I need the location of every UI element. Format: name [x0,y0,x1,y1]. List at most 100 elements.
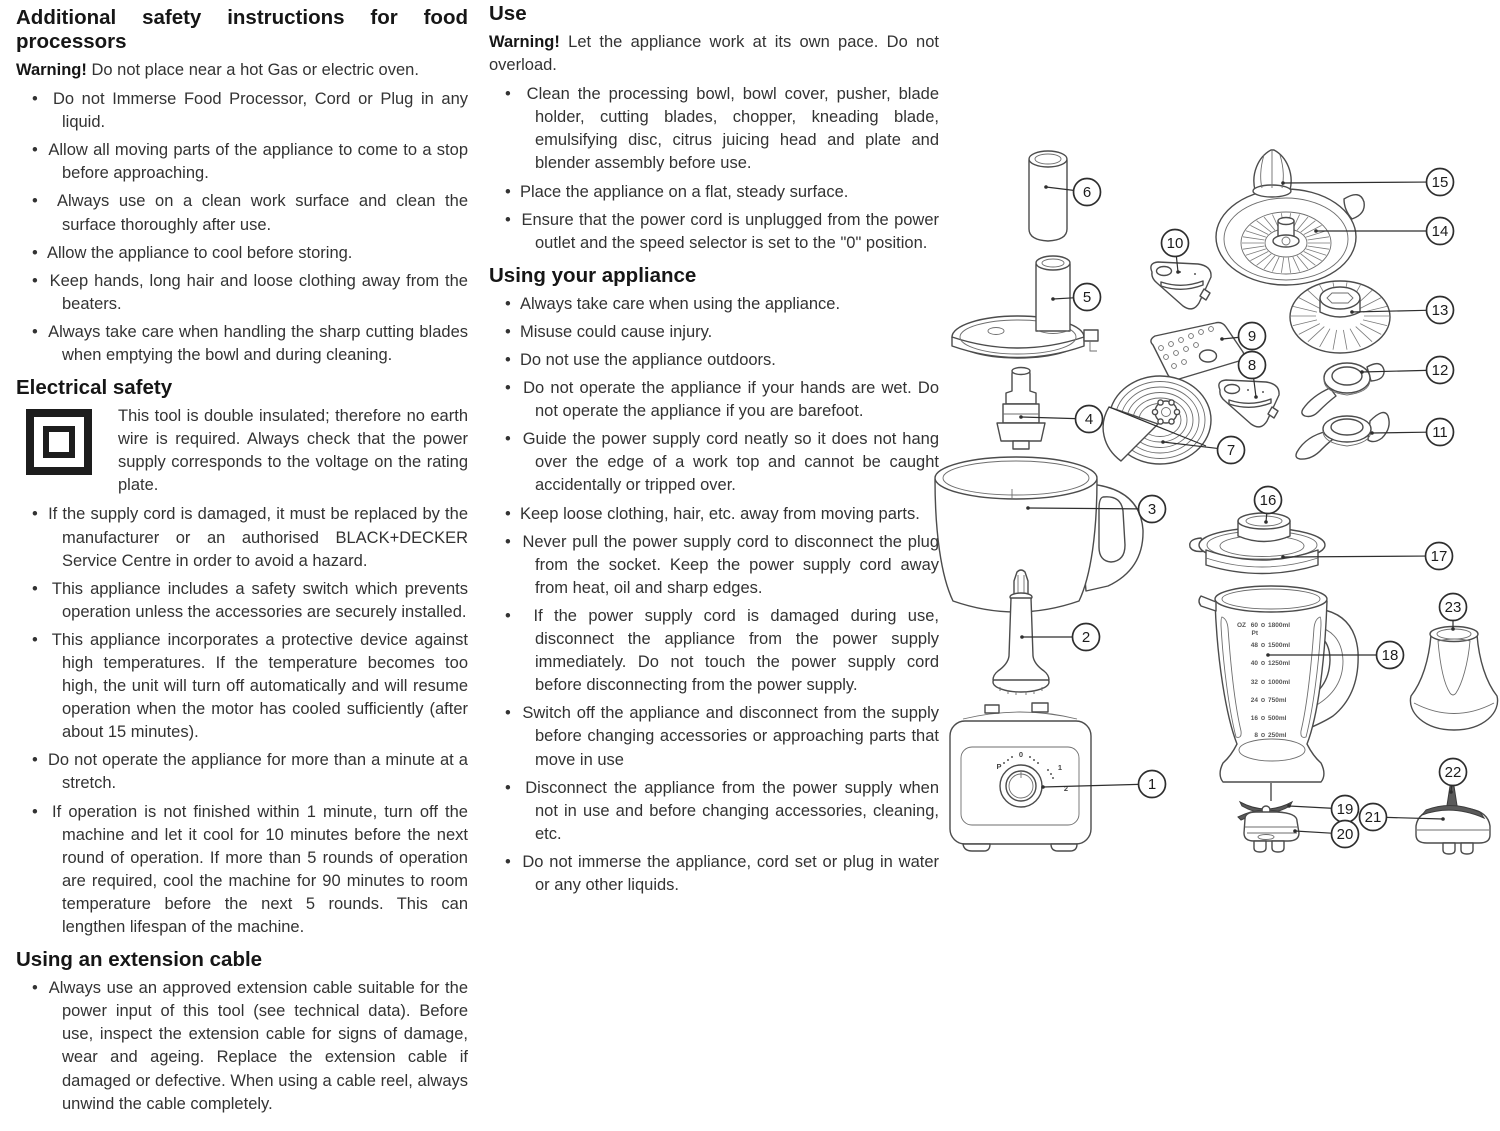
bullet-item: Do not operate the appliance for more th… [16,749,468,795]
bullet-item: Keep hands, long hair and loose clothing… [16,270,468,316]
bullet-item: Do not immerse the appliance, cord set o… [489,851,939,897]
disc-hub-lugs [1151,399,1181,425]
bullet-item: If operation is not finished within 1 mi… [16,801,468,940]
callout-12: 12 [1360,355,1455,385]
callout-number: 23 [1445,599,1462,616]
callout-23: 23 [1438,592,1468,631]
warning-text: Do not place near a hot Gas or electric … [91,60,419,79]
dial-label-p: P [996,762,1001,771]
bullet-item: Always take care when handling the sharp… [16,321,468,367]
scale-oz: 60 [1251,622,1259,629]
heading-electrical-safety: Electrical safety [16,376,173,400]
callout-17: 17 [1281,541,1454,571]
scale-ml: 1250ml [1268,660,1290,667]
callout-number: 15 [1432,174,1449,191]
callout-number: 11 [1432,424,1448,441]
callout-number: 22 [1445,764,1462,781]
middle-column: Use Warning! Let the appliance work at i… [489,2,939,902]
part-jug-blade-base [1237,800,1300,853]
dial-label-1: 1 [1058,763,1062,772]
scale-ml: 1000ml [1268,679,1290,686]
callout-1: 1 [1041,769,1167,799]
bullet-item: Always take care when using the applianc… [489,293,939,316]
callout-number: 19 [1337,801,1354,818]
callout-4: 4 [1019,404,1104,434]
part-chopper [1218,379,1280,428]
scale-ml: 1500ml [1268,642,1290,649]
bullet-item: Disconnect the appliance from the power … [489,777,939,846]
callout-number: 5 [1083,289,1091,306]
part-chopper-lid [1150,261,1212,310]
part-slicing-disc [1102,375,1212,465]
callout-number: 1 [1148,776,1156,793]
callout-number: 16 [1260,492,1277,509]
bullet-item: Do not Immerse Food Processor, Cord or P… [16,88,468,134]
callout-9: 9 [1220,321,1267,351]
heading-use: Use [489,2,527,25]
part-drive-spindle [992,569,1050,695]
warning-label: Warning! [489,32,560,51]
callout-20: 20 [1293,819,1360,849]
bullet-item: Guide the power supply cord neatly so it… [489,428,939,497]
part-citrus-cone [1252,149,1292,198]
heading-extension-cable: Using an extension cable [16,948,263,972]
part-processing-bowl [934,456,1144,624]
scale-oz: 8 [1254,732,1258,739]
scale-ml: 500ml [1268,715,1287,722]
callout-21: 21 [1358,802,1445,832]
part-pusher [1028,150,1068,242]
callout-7: 7 [1161,435,1246,465]
callout-18: 18 [1266,640,1405,670]
exploded-parts-diagram: P 0 1 2 [934,149,1499,855]
callout-number: 10 [1167,235,1184,252]
bullet-item: Allow all moving parts of the appliance … [16,139,468,185]
plate-holes [1158,326,1214,369]
scale-oz: 48 [1251,642,1259,649]
left-column: Additional safety instructions for food … [16,6,468,1121]
dial-label-0: 0 [1019,750,1023,759]
callout-14: 14 [1314,216,1455,246]
part-chopping-blade [1295,411,1390,460]
bullet-item: If the power supply cord is damaged duri… [489,605,940,697]
scale-ml: 1800ml [1268,622,1290,629]
warning-line: Warning! Do not place near a hot Gas or … [16,59,468,82]
scale-oz: 40 [1251,660,1259,667]
scale-oz: 32 [1251,679,1259,686]
callout-5: 5 [1051,282,1102,312]
bullet-item: This appliance includes a safety switch … [16,578,468,624]
callout-19: 19 [1287,794,1360,824]
callout-number: 3 [1148,501,1156,518]
bullet-item: Allow the appliance to cool before stori… [16,242,468,265]
warning-line: Warning! Let the appliance work at its o… [489,31,939,77]
part-blender-lid [1189,527,1326,575]
insulation-note: This tool is double insulated; therefore… [118,407,468,495]
heading-using-your-appliance: Using your appliance [489,263,697,287]
callout-2: 2 [1020,622,1101,652]
bullet-item: Always use on a clean work surface and c… [16,190,468,236]
bullet-item: This appliance incorporates a protective… [16,629,468,744]
part-citrus-juicing-head [1215,188,1365,286]
callout-22: 22 [1438,757,1468,794]
callout-number: 9 [1248,328,1256,345]
bullet-item: Keep loose clothing, hair, etc. away fro… [489,503,939,526]
bullet-item: Always use an approved extension cable s… [16,977,468,1116]
part-blade-holder [996,366,1046,450]
callout-6: 6 [1044,177,1102,207]
double-insulation-row: This tool is double insulated; therefore… [16,405,468,497]
part-cutting-insert-plate [1150,321,1245,381]
callout-number: 17 [1431,548,1448,565]
callout-11: 11 [1370,417,1455,447]
callout-number: 13 [1432,302,1449,319]
bullet-item: Misuse could cause injury. [489,321,939,344]
dial-label-2: 2 [1064,784,1068,793]
scale-sub: Pt [1252,630,1259,637]
part-kneading-blade [1301,362,1385,418]
callout-number: 21 [1365,809,1382,826]
part-bowl-cover [951,255,1099,359]
part-grinder-blade-base [1415,783,1491,855]
callout-3: 3 [1026,494,1167,524]
bullet-item: Switch off the appliance and disconnect … [489,702,939,771]
